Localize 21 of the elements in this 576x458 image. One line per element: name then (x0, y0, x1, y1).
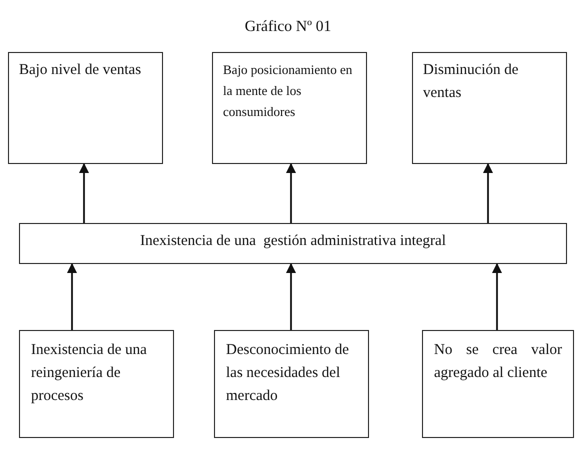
arrow (483, 163, 493, 223)
text-box (19, 223, 567, 264)
text-box (422, 330, 574, 438)
text-box (212, 52, 367, 164)
text-box (412, 52, 567, 164)
node-text: Disminución de ventas (423, 61, 520, 103)
text-box (19, 330, 174, 438)
node-text: Bajo posicionamiento en la mente de los consumidores (223, 61, 354, 121)
arrow (79, 163, 89, 223)
text-box (8, 52, 163, 164)
node-text: No se crea valor agregado al cliente (434, 341, 562, 383)
text-box (214, 330, 369, 438)
arrow (492, 263, 502, 330)
arrow (286, 263, 296, 330)
node-text: Desconocimiento de las necesidades del mercado (226, 341, 350, 406)
node-text: Bajo nivel de ventas (19, 61, 142, 80)
node-text: Inexistencia de una gestión administrativa integral (139, 232, 447, 251)
node-text: Inexistencia de una reingeniería de procesos (31, 341, 148, 406)
arrow (67, 263, 77, 330)
arrow (286, 163, 296, 223)
diagram-title: Gráfico Nº 01 (244, 18, 332, 36)
